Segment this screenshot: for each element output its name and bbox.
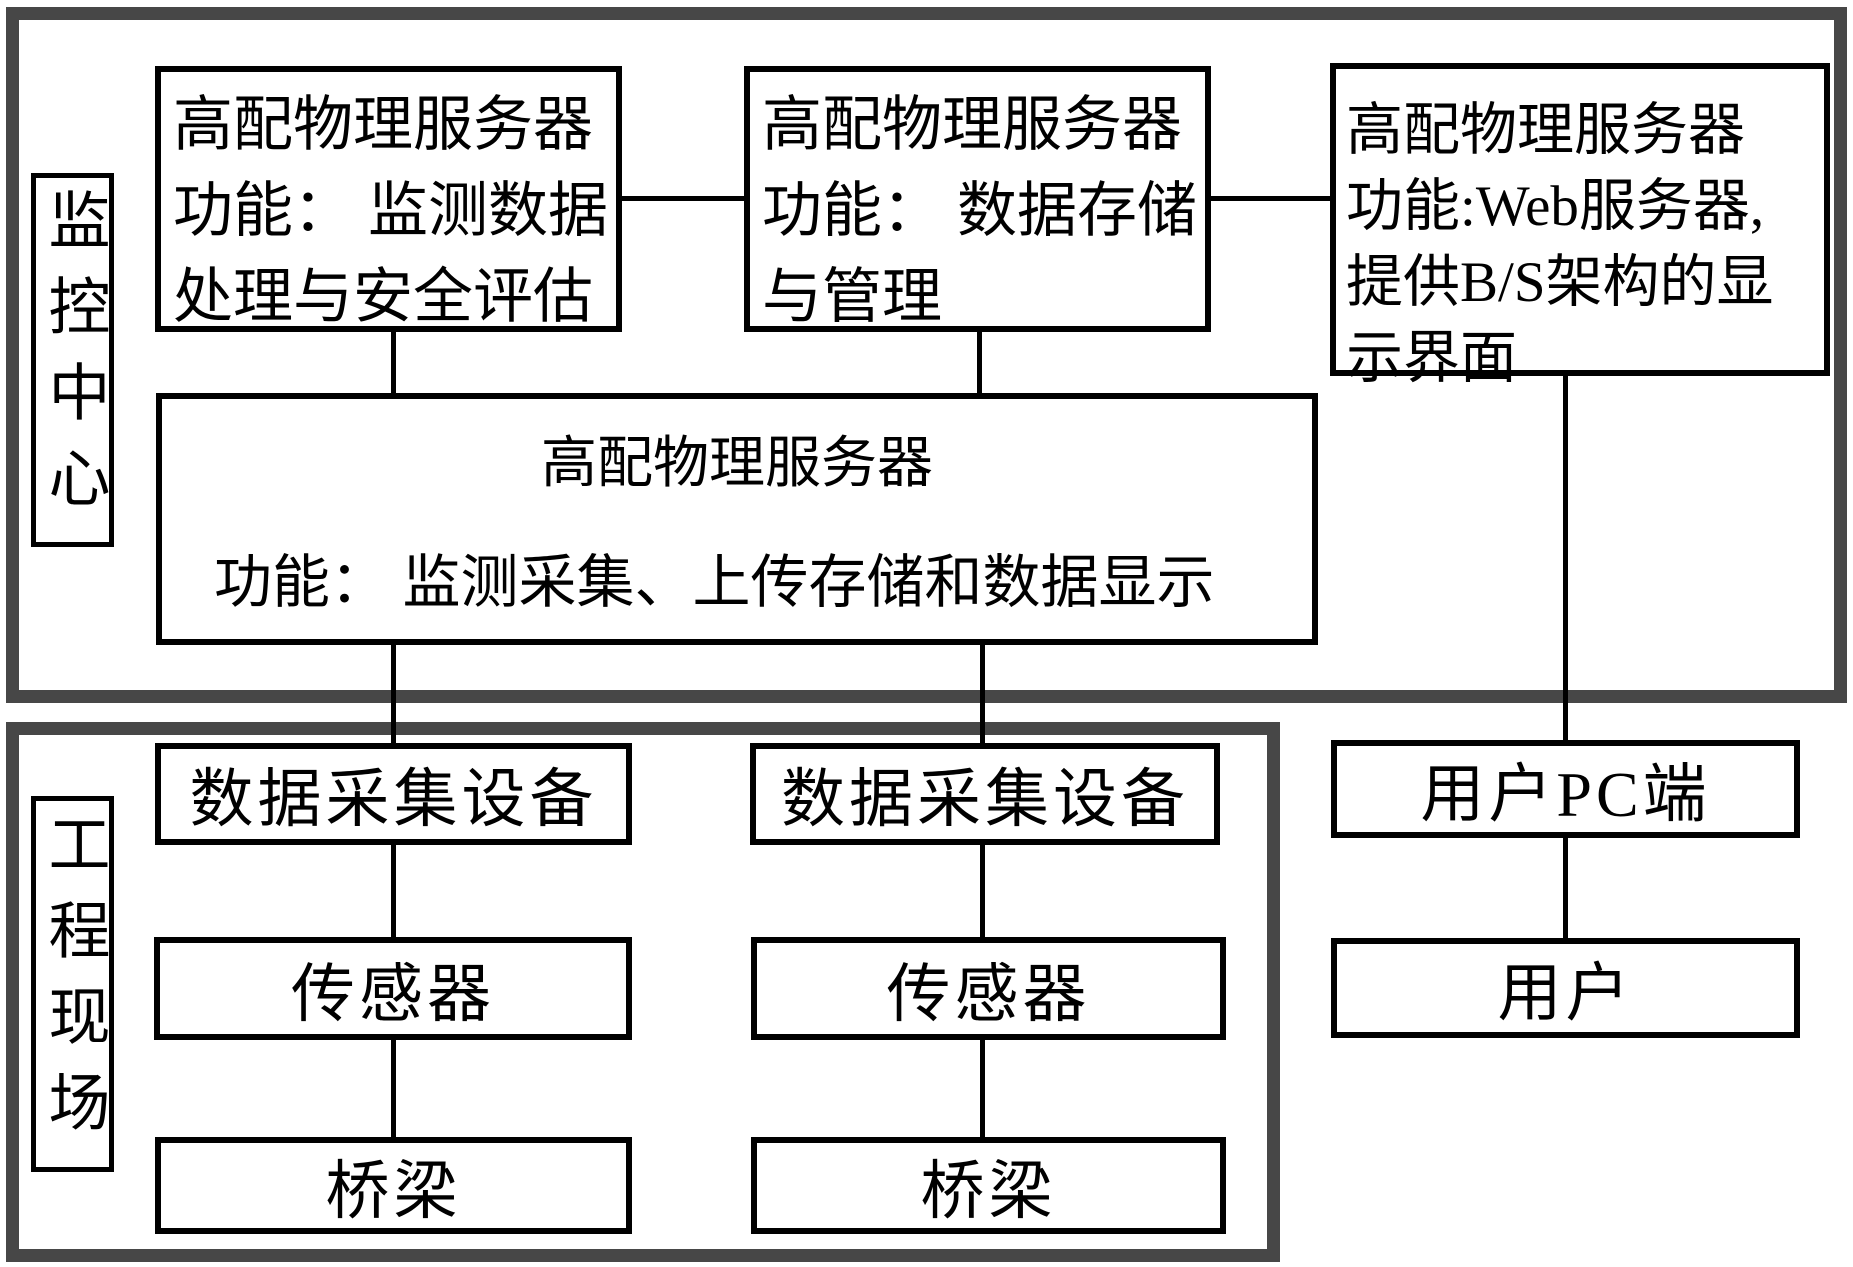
engineering-site-container [6, 722, 1280, 1262]
server-storage-line2: 功能： 数据存储 [762, 178, 1197, 244]
server-box-storage: 高配物理服务器 功能： 数据存储 与管理 [744, 66, 1211, 332]
server-processing-line1: 高配物理服务器 [173, 92, 593, 158]
engineering-site-label: 工程现场 [31, 796, 114, 1172]
connector-proc-storage [620, 196, 744, 201]
connector-storage-main [977, 327, 982, 393]
connector-daq-sensor-right [980, 843, 985, 939]
daq-box-left: 数据采集设备 [155, 743, 632, 845]
server-box-web: 高配物理服务器 功能:Web服务器, 提供B/S架构的显 示界面 [1330, 63, 1830, 390]
connector-sensor-bridge-left [391, 1038, 396, 1139]
connector-storage-web [1211, 196, 1332, 201]
daq-box-right: 数据采集设备 [750, 743, 1220, 845]
server-main-function: 功能： 监测采集、上传存储和数据显示 [214, 550, 1215, 615]
server-storage-line1: 高配物理服务器 [762, 92, 1182, 158]
server-web-line2: 功能:Web服务器, [1346, 175, 1765, 238]
server-processing-line3: 处理与安全评估 [173, 264, 593, 330]
bridge-box-left: 桥梁 [155, 1137, 632, 1234]
connector-proc-main [391, 327, 396, 393]
user-pc-box: 用户PC端 [1331, 740, 1800, 838]
connector-daq-sensor-left [391, 843, 396, 939]
server-web-line4: 示界面 [1346, 327, 1517, 390]
sensor-box-left: 传感器 [154, 937, 632, 1040]
connector-pc-user [1563, 836, 1568, 940]
connector-sensor-bridge-right [980, 1038, 985, 1139]
server-main-title: 高配物理服务器 [541, 433, 933, 495]
server-web-line1: 高配物理服务器 [1346, 99, 1745, 162]
server-processing-line2: 功能： 监测数据 [173, 178, 608, 244]
server-box-main: 高配物理服务器 功能： 监测采集、上传存储和数据显示 [156, 393, 1318, 645]
server-web-line3: 提供B/S架构的显 [1346, 251, 1774, 314]
sensor-box-right: 传感器 [751, 937, 1226, 1040]
monitoring-center-container [6, 7, 1847, 703]
bridge-box-right: 桥梁 [751, 1137, 1226, 1234]
server-storage-line3: 与管理 [762, 264, 942, 330]
user-box: 用户 [1331, 938, 1800, 1038]
connector-main-daq-left [391, 643, 396, 745]
connector-main-daq-right [980, 643, 985, 745]
server-box-processing: 高配物理服务器 功能： 监测数据 处理与安全评估 [155, 66, 622, 332]
connector-web-pc [1563, 374, 1568, 742]
monitoring-center-label: 监控中心 [31, 173, 114, 547]
